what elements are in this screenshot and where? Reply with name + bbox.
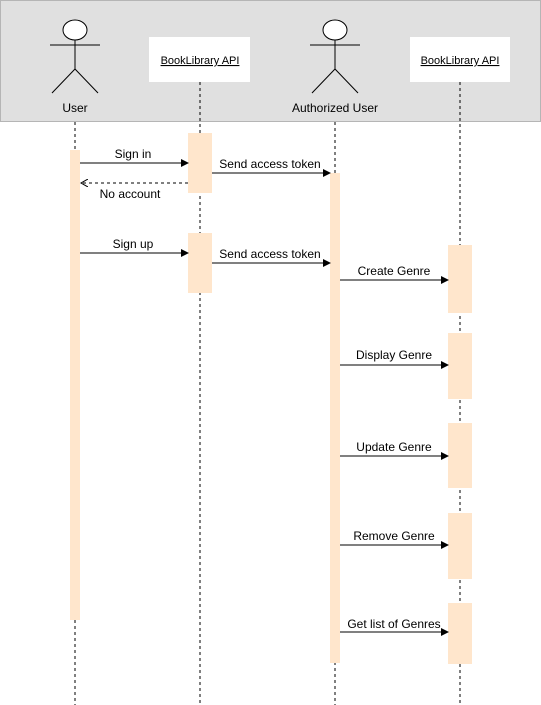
message-label: Send access token xyxy=(219,247,320,261)
activation-api1-signin xyxy=(188,133,212,193)
message-update-genre: Update Genre xyxy=(340,440,449,460)
participant-api1-label: BookLibrary API xyxy=(161,55,240,67)
activation-api2-remove xyxy=(448,513,472,579)
message-label: Get list of Genres xyxy=(347,617,440,631)
activation-api2-display xyxy=(448,333,472,399)
message-send-access-token-1: Send access token xyxy=(212,157,331,177)
message-remove-genre: Remove Genre xyxy=(340,529,449,549)
participant-api2-box xyxy=(410,37,510,82)
activation-authorized-user xyxy=(330,173,340,663)
message-get-list-of-genres: Get list of Genres xyxy=(340,617,449,636)
activation-api2-create xyxy=(448,245,472,313)
actor-authorized-user-icon xyxy=(310,19,360,94)
participant-api1-box xyxy=(149,37,250,82)
message-label: Update Genre xyxy=(356,440,432,454)
actor-user-icon xyxy=(50,19,100,94)
activation-api2-list xyxy=(448,603,472,664)
participant-authorized-user-label: Authorized User xyxy=(292,101,378,115)
activation-api2-update xyxy=(448,423,472,488)
message-create-genre: Create Genre xyxy=(340,264,449,284)
message-label: Create Genre xyxy=(358,264,431,278)
message-send-access-token-2: Send access token xyxy=(212,247,331,267)
activation-api1-signup xyxy=(188,233,212,293)
activation-user xyxy=(70,150,80,620)
message-sign-in: Sign in xyxy=(80,147,189,167)
message-no-account: No account xyxy=(81,183,188,201)
message-display-genre: Display Genre xyxy=(340,348,449,369)
message-sign-up: Sign up xyxy=(80,237,189,257)
message-label: No account xyxy=(100,187,161,201)
message-label: Display Genre xyxy=(356,348,432,362)
participant-user-label: User xyxy=(62,101,87,115)
message-label: Send access token xyxy=(219,157,320,171)
message-label: Sign in xyxy=(115,147,152,161)
message-label: Sign up xyxy=(113,237,154,251)
message-label: Remove Genre xyxy=(353,529,435,543)
activation-bars xyxy=(70,133,472,664)
participant-api2-label: BookLibrary API xyxy=(421,55,500,67)
